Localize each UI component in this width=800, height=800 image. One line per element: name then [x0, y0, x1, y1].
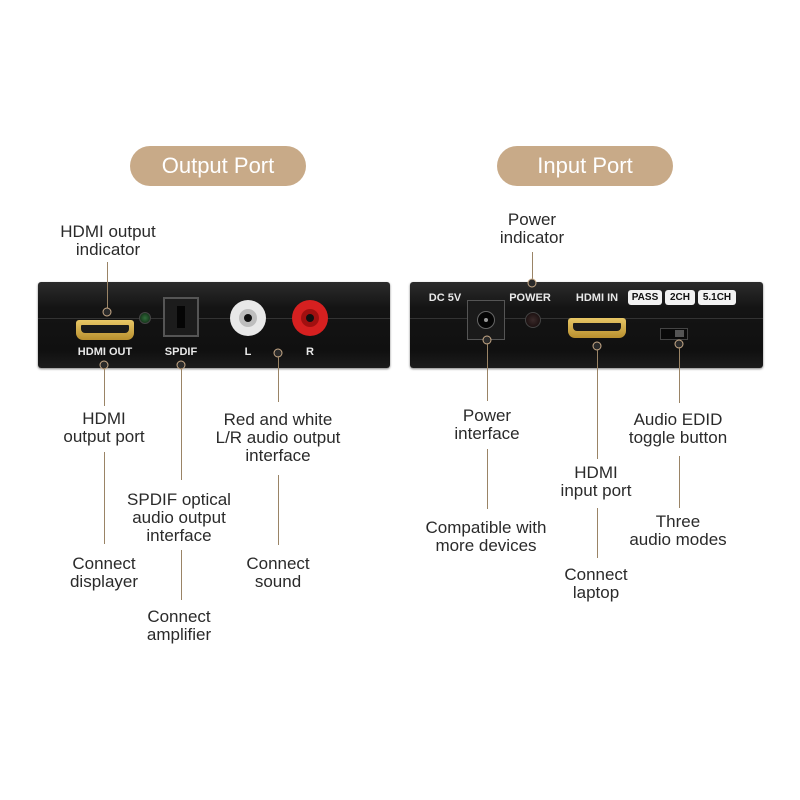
line-rca-b: [278, 475, 279, 545]
power-indicator-label: Power indicator: [499, 210, 565, 247]
spdif-interface-label: SPDIF optical audio output interface: [127, 490, 231, 545]
mode-badge-2ch: 2CH: [665, 290, 695, 305]
line-power-b: [487, 449, 488, 509]
line-hdmi-in-a: [597, 349, 598, 459]
line-spdif-b: [181, 550, 182, 600]
hdmi-out-port: [76, 320, 134, 340]
line-power-a: [487, 343, 488, 401]
rca-left-jack: [230, 300, 266, 336]
dc-power-jack: [467, 300, 505, 340]
hdmi-in-text: HDMI IN: [575, 292, 619, 304]
rl-audio-label: Red and white L/R audio output interface: [215, 410, 341, 465]
dot-power-indicator: [527, 278, 537, 288]
connect-amplifier-label: Connect amplifier: [146, 607, 212, 644]
line-hdmi-out-b: [104, 452, 105, 544]
mode-badge-51ch: 5.1CH: [698, 290, 736, 305]
hdmi-in-port: [568, 318, 626, 338]
power-text: POWER: [509, 292, 551, 304]
line-rca-a: [278, 356, 279, 402]
line-hdmi-in-b: [597, 508, 598, 558]
hdmi-output-indicator-label: HDMI output indicator: [60, 222, 156, 259]
audio-edid-label: Audio EDID toggle button: [628, 410, 728, 447]
connect-displayer-label: Connect displayer: [69, 554, 139, 591]
spdif-text: SPDIF: [164, 346, 198, 358]
line-hdmi-indicator: [107, 262, 108, 312]
line-edid-b: [679, 456, 680, 508]
hdmi-input-port-label: HDMI input port: [560, 463, 632, 500]
line-edid-a: [679, 347, 680, 403]
left-channel-text: L: [244, 346, 252, 358]
dot-hdmi-indicator: [102, 307, 112, 317]
right-channel-text: R: [306, 346, 314, 358]
rca-right-jack: [292, 300, 328, 336]
connect-laptop-label: Connect laptop: [564, 565, 628, 602]
power-led: [525, 312, 541, 328]
dc5v-text: DC 5V: [428, 292, 462, 304]
hdmi-output-led: [139, 312, 151, 324]
line-spdif-a: [181, 368, 182, 480]
mode-badge-pass: PASS: [628, 290, 662, 305]
input-port-title: Input Port: [497, 146, 673, 186]
output-port-title: Output Port: [130, 146, 306, 186]
line-power-indicator: [532, 252, 533, 282]
hdmi-output-port-label: HDMI output port: [63, 409, 145, 446]
connect-sound-label: Connect sound: [246, 554, 310, 591]
three-modes-label: Three audio modes: [629, 512, 727, 549]
power-interface-label: Power interface: [454, 406, 520, 443]
hdmi-out-text: HDMI OUT: [77, 346, 133, 358]
spdif-port: [163, 297, 199, 337]
line-hdmi-out-a: [104, 368, 105, 406]
compatible-label: Compatible with more devices: [425, 518, 547, 555]
edid-toggle-switch[interactable]: [660, 328, 688, 340]
